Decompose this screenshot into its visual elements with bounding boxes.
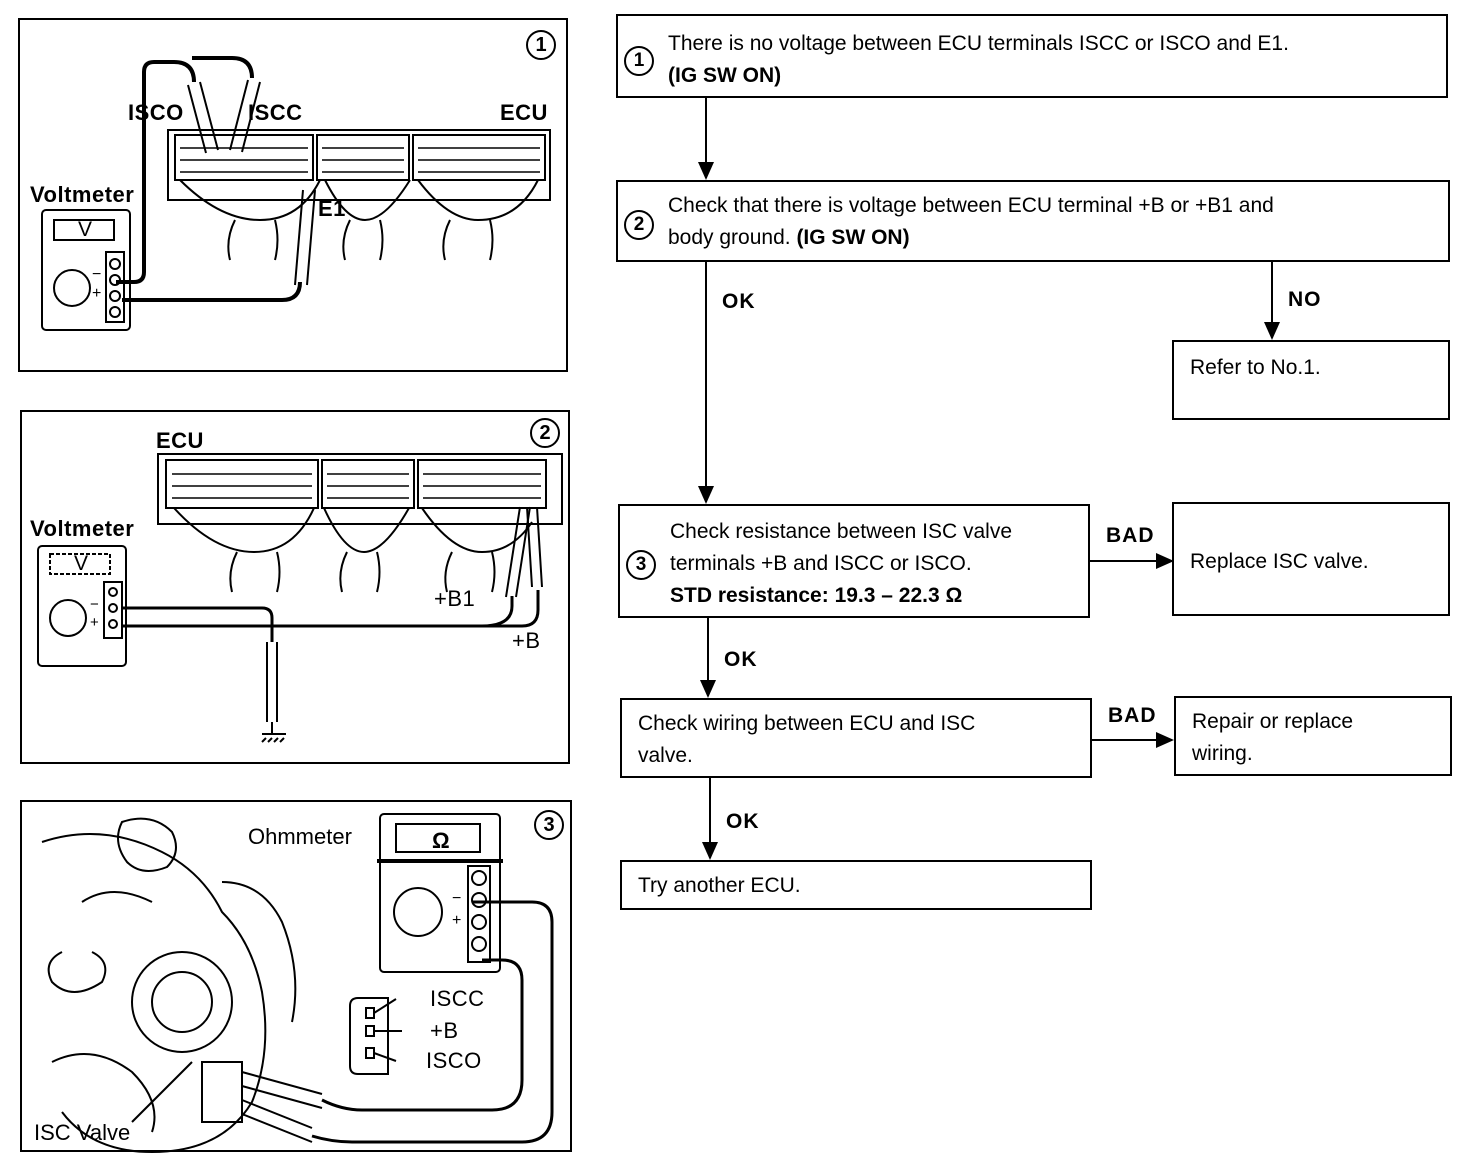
iscc-label: ISCC (248, 100, 303, 125)
ohmmeter-isc-valve-illustration (41, 813, 554, 1154)
ok-label: OK (726, 810, 760, 833)
iscc-terminal-label: ISCC (430, 986, 485, 1011)
repair-text-cont: wiring. (1192, 742, 1253, 765)
flow-step-1: 1 There is no voltage between ECU termin… (616, 14, 1448, 98)
voltmeter-ecu-illustration-2 (37, 453, 563, 743)
b-terminal-label: +B (512, 628, 541, 653)
isc-valve-label: ISC Valve (34, 1120, 131, 1145)
diagram-panel-2: 2 ECU Voltmeter V +B1 +B − + (20, 410, 570, 764)
flow-try-box: Try another ECU. (620, 860, 1092, 910)
step-number-badge: 3 (626, 550, 656, 580)
step-2-text: Check that there is voltage between ECU … (668, 194, 1274, 217)
wiring-text: Check wiring between ECU and ISC (638, 712, 976, 735)
b1-terminal-label: +B1 (434, 586, 476, 611)
diagram-panel-3: 3 Ohmmeter Ω ISCC +B ISCO ISC Valve − + (20, 800, 572, 1154)
step-number-badge: 2 (624, 210, 654, 240)
minus-terminal-label: − (90, 596, 99, 613)
ecu-label: ECU (156, 428, 204, 453)
flow-replace-box: Replace ISC valve. (1172, 502, 1450, 616)
ok-label: OK (724, 648, 758, 671)
panel-number-badge: 3 (534, 810, 564, 840)
ok-label: OK (722, 290, 756, 313)
panel-number-badge: 1 (526, 30, 556, 60)
step-3-text: Check resistance between ISC valve (670, 520, 1012, 543)
step-1-condition: (IG SW ON) (668, 64, 782, 87)
step-3-std-resistance: STD resistance: 19.3 – 22.3 Ω (670, 584, 963, 607)
no-label: NO (1288, 288, 1322, 311)
repair-text: Repair or replace (1192, 710, 1354, 733)
flow-refer-box: Refer to No.1. (1172, 340, 1450, 420)
flow-step-3: 3 Check resistance between ISC valve ter… (618, 504, 1090, 618)
step-2-condition: (IG SW ON) (796, 226, 910, 249)
meter-symbol: V (78, 218, 93, 241)
meter-symbol: V (74, 552, 89, 575)
voltmeter-ecu-illustration-1 (41, 56, 551, 331)
step-1-text: There is no voltage between ECU terminal… (668, 32, 1289, 55)
try-text: Try another ECU. (638, 874, 801, 897)
wiring-text-cont: valve. (638, 744, 693, 767)
step-2-text-cont: body ground. (IG SW ON) (668, 222, 910, 254)
flow-step-2: 2 Check that there is voltage between EC… (616, 180, 1450, 262)
isco-terminal-label: ISCO (426, 1048, 482, 1073)
step-number-badge: 1 (624, 46, 654, 76)
replace-text: Replace ISC valve. (1190, 550, 1369, 573)
refer-text: Refer to No.1. (1190, 356, 1321, 379)
bad-label: BAD (1106, 524, 1155, 547)
ecu-label: ECU (500, 100, 548, 125)
voltmeter-label: Voltmeter (30, 516, 135, 541)
b-terminal-label: +B (430, 1018, 459, 1043)
minus-terminal-label: − (452, 890, 462, 907)
bad-label: BAD (1108, 704, 1157, 727)
isco-label: ISCO (128, 100, 184, 125)
step-2-text-body: body ground. (668, 226, 797, 249)
panel-number-badge: 2 (530, 418, 560, 448)
flow-wiring-box: Check wiring between ECU and ISC valve. (620, 698, 1092, 778)
voltmeter-label: Voltmeter (30, 182, 135, 207)
plus-terminal-label: + (452, 912, 462, 929)
plus-terminal-label: + (92, 285, 102, 302)
ohmmeter-label: Ohmmeter (248, 824, 352, 849)
step-3-text-cont: terminals +B and ISCC or ISCO. (670, 552, 972, 575)
minus-terminal-label: − (92, 266, 102, 283)
e1-label: E1 (318, 196, 346, 221)
meter-symbol: Ω (432, 828, 450, 853)
flow-repair-box: Repair or replace wiring. (1174, 696, 1452, 776)
plus-terminal-label: + (90, 614, 99, 631)
diagram-panel-1: 1 ISCO ISCC ECU Voltmeter V E1 − + (18, 18, 568, 372)
